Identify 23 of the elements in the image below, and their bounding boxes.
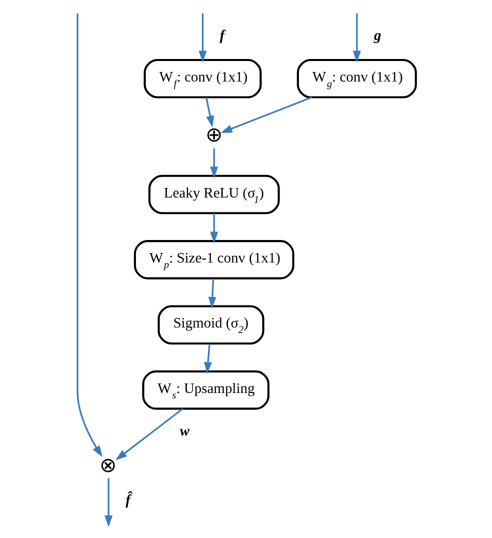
arrow bbox=[76, 14, 102, 458]
arrow bbox=[115, 408, 183, 460]
arrow bbox=[198, 13, 206, 62]
edge-label: w bbox=[179, 423, 190, 440]
node-box: W$_{g}$: conv (1x1) bbox=[296, 58, 416, 98]
arrow bbox=[104, 478, 112, 527]
arrow bbox=[208, 278, 216, 309]
arrow bbox=[210, 148, 218, 178]
node-box: Sigmoid (σ$_{2}$) bbox=[157, 305, 264, 345]
arrow bbox=[352, 13, 360, 62]
arrow bbox=[205, 97, 214, 128]
node-box: W$_{s}$: Upsampling bbox=[142, 370, 269, 410]
edge-label: g bbox=[373, 28, 381, 44]
node-box: W$_{p}$: Size-1 conv (1x1) bbox=[133, 240, 294, 280]
node-text: ⊗ bbox=[99, 454, 118, 477]
arrow bbox=[203, 344, 212, 374]
arrow bbox=[220, 96, 312, 133]
node-box: W$_{f}$: conv (1x1) bbox=[143, 58, 262, 98]
node-box: Leaky ReLU (σ$_{1}$) bbox=[148, 174, 280, 214]
edge-label: f bbox=[219, 28, 224, 44]
arrow bbox=[210, 213, 218, 244]
node-text: ⊕ bbox=[204, 124, 223, 147]
edge-label: f̂ bbox=[125, 492, 130, 509]
